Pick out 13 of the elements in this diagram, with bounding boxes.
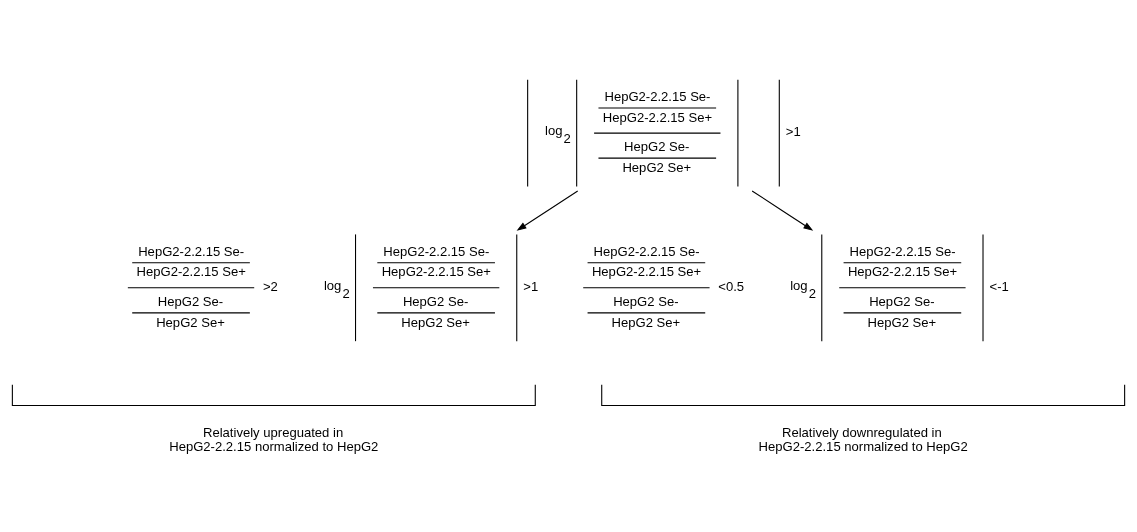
label: Relatively downregulated in HepG2-2.2.15 normalized to HepG2 — [758, 424, 968, 454]
node-label: >1 — [785, 124, 801, 140]
node-label: HepG2 Se+ — [156, 314, 225, 330]
node-label: >2 — [262, 279, 278, 295]
node-label: >1 — [523, 279, 539, 295]
node-label: HepG2 Se+ — [611, 314, 681, 330]
node-label: <0.5 — [718, 279, 745, 295]
arrow — [751, 190, 814, 231]
arrow — [516, 190, 579, 231]
node-label: <-1 — [989, 279, 1009, 295]
node-label: HepG2-2.2.15 Se- — [138, 243, 245, 259]
node-label: HepG2-2.2.15 Se- — [593, 243, 700, 259]
label: Relatively upreguated in HepG2-2.2.15 normalized to HepG2 — [169, 424, 379, 454]
